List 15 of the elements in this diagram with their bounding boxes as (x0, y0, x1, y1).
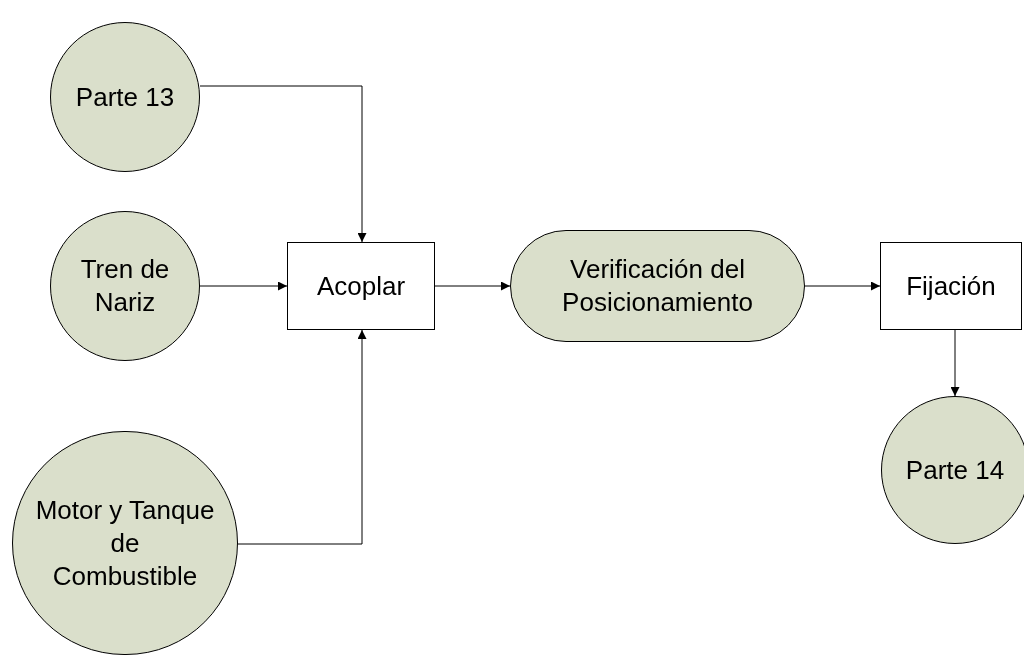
node-label: Tren de Nariz (79, 253, 171, 319)
process-box (880, 242, 1022, 330)
arrow (199, 281, 288, 291)
arrow (804, 281, 881, 291)
node-label: Acoplar (316, 269, 406, 303)
arrow (237, 329, 367, 545)
arrow (950, 329, 960, 397)
process-box (287, 242, 435, 330)
arrow (434, 281, 511, 291)
node-label: Motor y Tanque de Combustible (35, 493, 215, 593)
node-label: Verificación del Posicionamiento (561, 253, 754, 319)
arrow (199, 85, 367, 243)
node-label: Parte 13 (75, 80, 175, 114)
node-label: Fijación (906, 269, 996, 303)
node-label: Parte 14 (905, 453, 1005, 487)
